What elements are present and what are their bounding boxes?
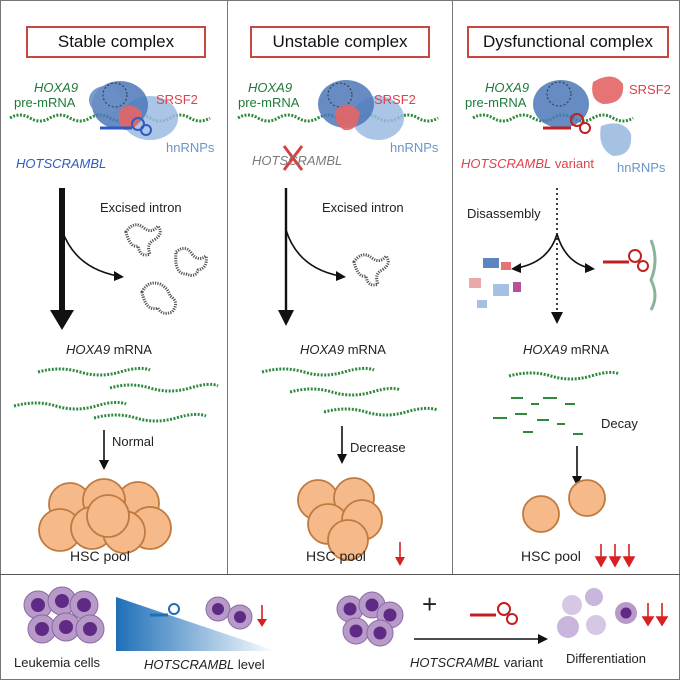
srsf2-label: SRSF2: [156, 92, 198, 107]
effect-label: Decay: [601, 416, 638, 431]
hnrnps-label: hnRNPs: [617, 160, 666, 175]
srsf2-blob: [118, 105, 142, 130]
variant-label: variant: [503, 655, 543, 670]
mrna-label: mRNA: [570, 342, 609, 357]
leukemia-label: Leukemia cells: [14, 655, 100, 670]
panel-unstable: Unstable complex HOXA9 pre-mRNA: [228, 0, 453, 574]
panel-title: Unstable complex: [250, 26, 430, 58]
summary-diagram: [23, 586, 669, 651]
premrna-label: pre-mRNA: [465, 95, 527, 110]
hsc-pool-label: HSC pool: [70, 548, 130, 564]
level-wedge: [116, 597, 276, 651]
differentiated-cells: [557, 588, 637, 638]
panel-title: Dysfunctional complex: [467, 26, 669, 58]
complex-fragments: [469, 258, 521, 308]
leukemia-nuclei: [31, 594, 97, 636]
hnrnps-label: hnRNPs: [166, 140, 215, 155]
mrna-gene-label: HOXA9: [523, 342, 568, 357]
hnrnps-label: hnRNPs: [390, 140, 439, 155]
plus-sign: +: [422, 589, 438, 619]
unstable-diagram: [237, 80, 439, 566]
stable-diagram: [9, 81, 219, 554]
srsf2-blob: [592, 76, 624, 104]
hnrnp-blob: [600, 123, 632, 156]
down-arrows: [594, 544, 636, 568]
excised-intron-label: Excised intron: [322, 200, 404, 215]
premrna-label: pre-mRNA: [14, 95, 76, 110]
mrna-strands: [13, 366, 219, 423]
cross-icon: [282, 145, 304, 171]
dysfunctional-diagram: [469, 76, 657, 568]
srsf2-label: SRSF2: [629, 82, 671, 97]
down-arrows: [641, 603, 669, 627]
lncrna-suffix: variant: [554, 156, 594, 171]
srsf2-label: SRSF2: [374, 92, 416, 107]
bottom-summary: Leukemia cells HOTSCRAMBL level + HOTSCR…: [0, 574, 680, 681]
hsc-pool-label: HSC pool: [521, 548, 581, 564]
effect-label: Decrease: [350, 440, 406, 455]
gene-label: HOXA9: [34, 80, 79, 95]
panel-title: Stable complex: [26, 26, 206, 58]
disassembly-label: Disassembly: [467, 206, 541, 221]
lncrna-label: HOTSCRAMBL: [461, 156, 552, 171]
decay-fragments: [493, 397, 583, 435]
hsc-cells: [297, 477, 383, 561]
panel-stable: Stable complex: [0, 0, 228, 574]
excised-intron: [352, 253, 390, 287]
excised-intron-label: Excised intron: [100, 200, 182, 215]
level-label: level: [237, 657, 265, 672]
mrna-label: mRNA: [113, 342, 152, 357]
mrna-gene-label: HOXA9: [66, 342, 111, 357]
lncrna-label: HOTSCRAMBL: [16, 156, 107, 171]
mrna-strands: [261, 366, 439, 417]
mrna-gene-label: HOXA9: [300, 342, 345, 357]
variant-gene-label: HOTSCRAMBL: [410, 655, 501, 670]
differentiation-label: Differentiation: [566, 651, 646, 666]
premrna-label: pre-mRNA: [238, 95, 300, 110]
gene-label: HOXA9: [485, 80, 530, 95]
hsc-cells: [522, 479, 606, 533]
level-gene-label: HOTSCRAMBL: [144, 657, 235, 672]
effect-label: Normal: [112, 434, 154, 449]
excised-introns: [124, 223, 208, 315]
hsc-pool-label: HSC pool: [306, 548, 366, 564]
lncrna-label: HOTSCRAMBL: [252, 153, 343, 168]
panel-dysfunctional: Dysfunctional complex: [453, 0, 680, 574]
mrna-label: mRNA: [347, 342, 386, 357]
gene-label: HOXA9: [248, 80, 293, 95]
hsc-cells: [38, 478, 172, 554]
